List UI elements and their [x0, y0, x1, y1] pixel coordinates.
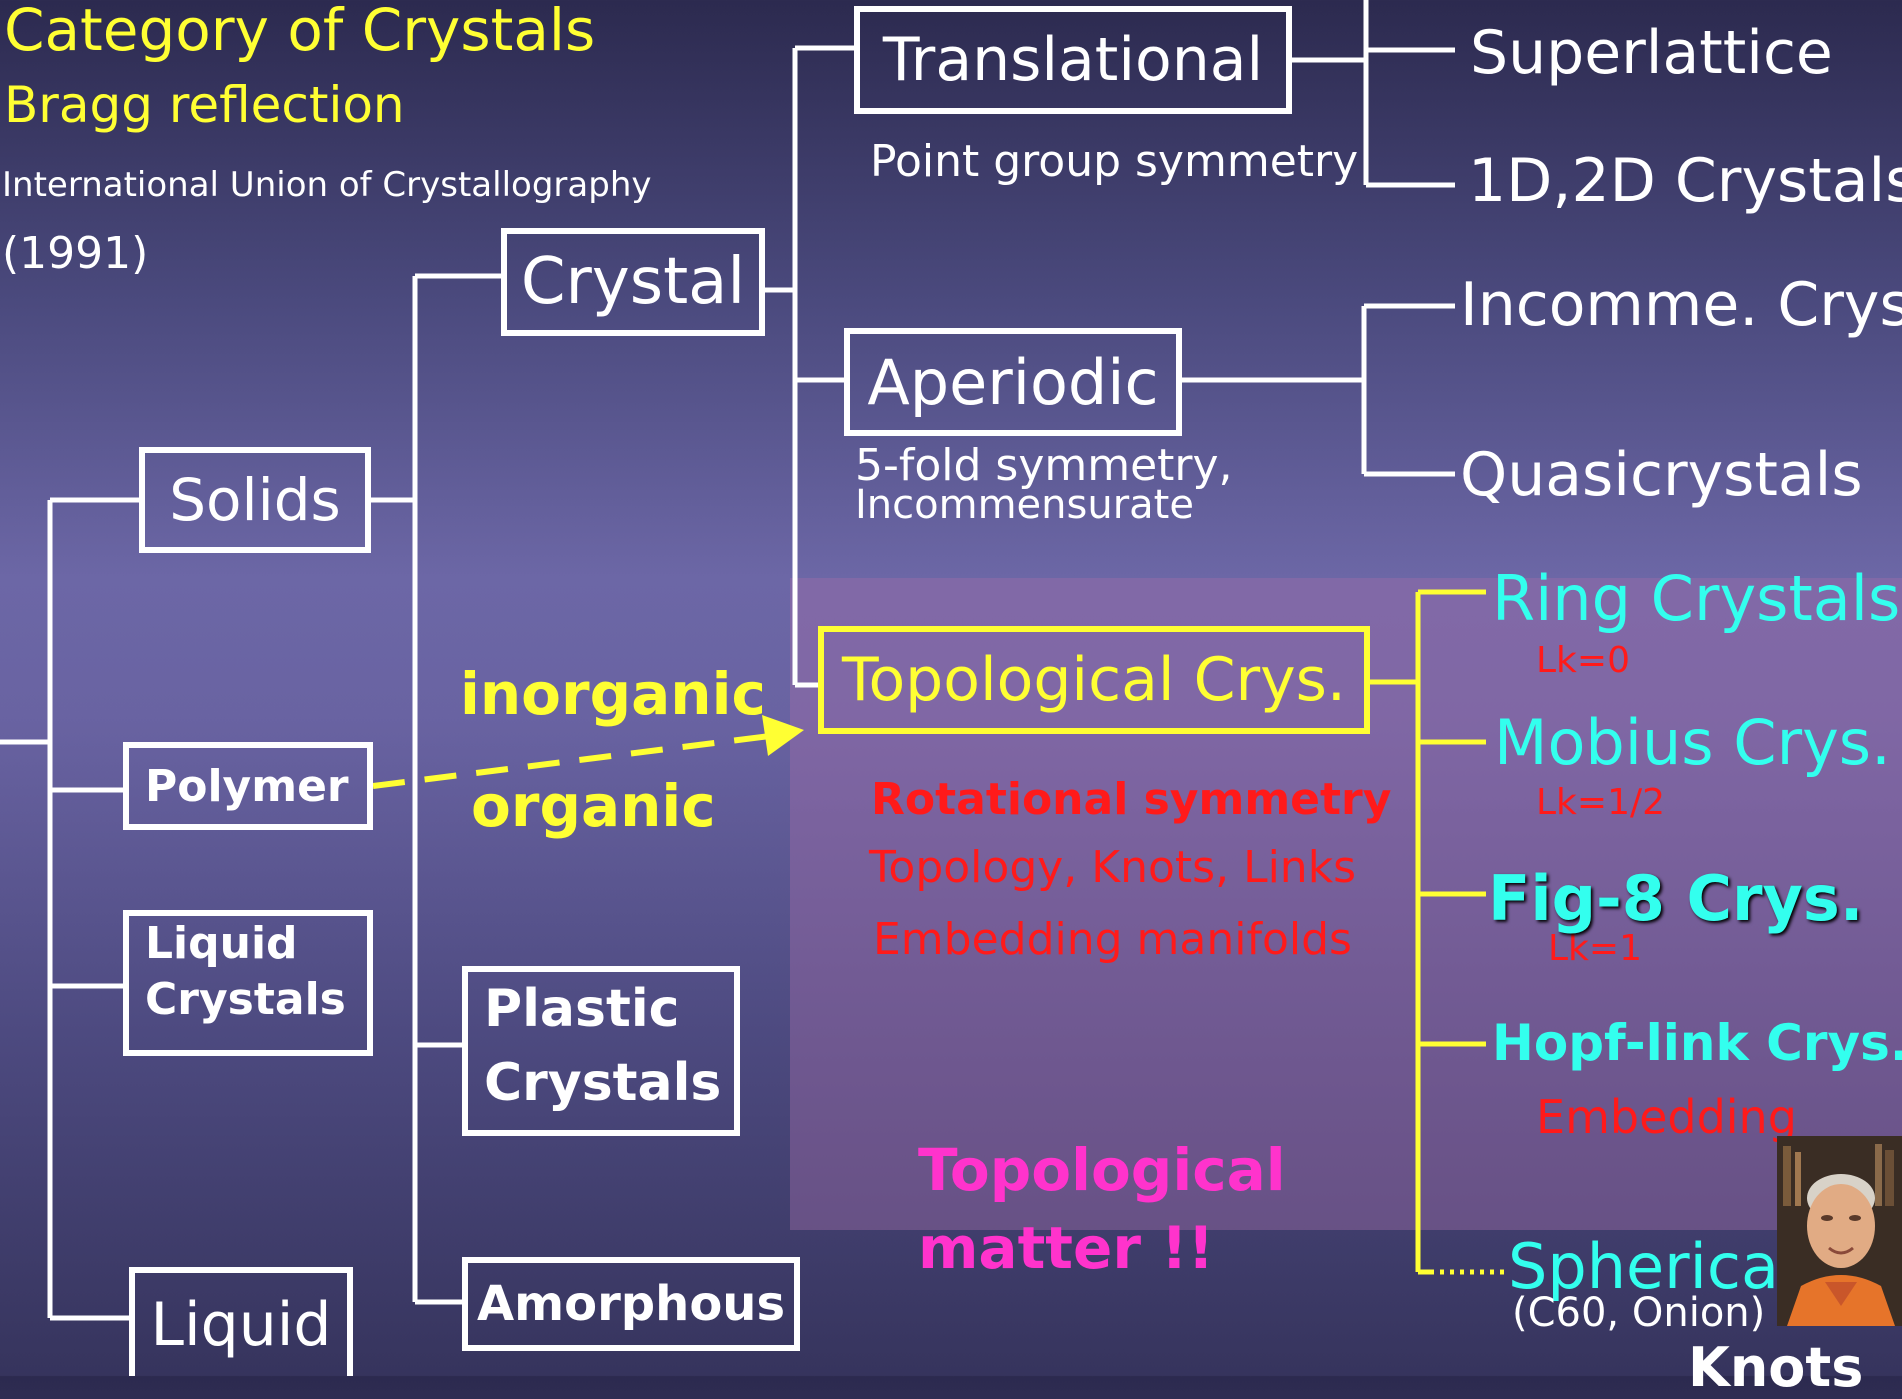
- node-amorphous-label: Amorphous: [477, 1276, 785, 1332]
- node-amorphous: Amorphous: [462, 1257, 800, 1351]
- portrait-photo: [1777, 1136, 1902, 1326]
- mobius-linking-number: Lk=1/2: [1536, 782, 1665, 823]
- point-group-label: Point group symmetry: [870, 136, 1358, 187]
- node-plastic-crystals-label-line1: Plastic: [484, 972, 679, 1046]
- topology-knots-links-label: Topology, Knots, Links: [869, 842, 1356, 893]
- rotational-symmetry-label: Rotational symmetry: [871, 774, 1391, 825]
- node-crystal: Crystal: [501, 228, 765, 336]
- node-aperiodic: Aperiodic: [844, 328, 1182, 436]
- leaf-mobius-crystals: Mobius Crys.: [1494, 706, 1891, 779]
- inorganic-label: inorganic: [460, 660, 766, 728]
- leaf-quasicrystals: Quasicrystals: [1460, 440, 1863, 510]
- leaf-hopf-link-crystals: Hopf-link Crys.: [1492, 1014, 1902, 1072]
- node-liquid-crystals-label-line2: Crystals: [145, 972, 346, 1028]
- spherical-examples-label: (C60, Onion): [1512, 1290, 1765, 1336]
- node-liquid: Liquid: [129, 1267, 353, 1376]
- node-polymer-label: Polymer: [145, 761, 349, 812]
- node-plastic-crystals-label-line2: Crystals: [484, 1046, 721, 1120]
- node-liquid-label: Liquid: [151, 1290, 332, 1360]
- organic-label: organic: [471, 772, 716, 840]
- organization-label: International Union of Crystallography: [2, 165, 652, 205]
- node-solids: Solids: [139, 447, 371, 553]
- portrait-illustration: [1777, 1136, 1902, 1326]
- node-solids-label: Solids: [169, 466, 341, 534]
- topological-matter-label-line1: Topological: [918, 1136, 1286, 1204]
- node-topological-crys: Topological Crys.: [818, 626, 1370, 734]
- year-label: (1991): [2, 228, 148, 279]
- leaf-incommensurate-crystals: Incomme. Crys: [1460, 270, 1902, 340]
- node-topological-crys-label: Topological Crys.: [842, 645, 1346, 715]
- page-subtitle: Bragg reflection: [4, 76, 405, 134]
- leaf-1d2d-crystals: 1D,2D Crystals: [1468, 146, 1902, 216]
- hopf-embedding-label: Embedding: [1536, 1090, 1797, 1144]
- node-liquid-crystals-label-line1: Liquid: [145, 916, 298, 972]
- leaf-superlattice: Superlattice: [1470, 18, 1833, 88]
- ring-linking-number: Lk=0: [1536, 640, 1630, 681]
- node-polymer: Polymer: [123, 742, 373, 830]
- leaf-knots-partial: Knots: [1688, 1336, 1863, 1399]
- leaf-fig8-crystals: Fig-8 Crys.: [1488, 862, 1863, 935]
- leaf-ring-crystals: Ring Crystals: [1492, 562, 1900, 635]
- page-title: Category of Crystals: [4, 0, 595, 64]
- incommensurate-label: Incommensurate: [855, 482, 1194, 528]
- node-translational: Translational: [854, 6, 1292, 114]
- node-aperiodic-label: Aperiodic: [867, 346, 1158, 419]
- embedding-manifolds-label: Embedding manifolds: [873, 914, 1352, 965]
- topological-matter-label-line2: matter !!: [918, 1214, 1214, 1282]
- node-translational-label: Translational: [883, 25, 1263, 95]
- node-liquid-crystals: Liquid Crystals: [123, 910, 373, 1056]
- node-crystal-label: Crystal: [521, 245, 745, 319]
- node-plastic-crystals: Plastic Crystals: [462, 966, 740, 1136]
